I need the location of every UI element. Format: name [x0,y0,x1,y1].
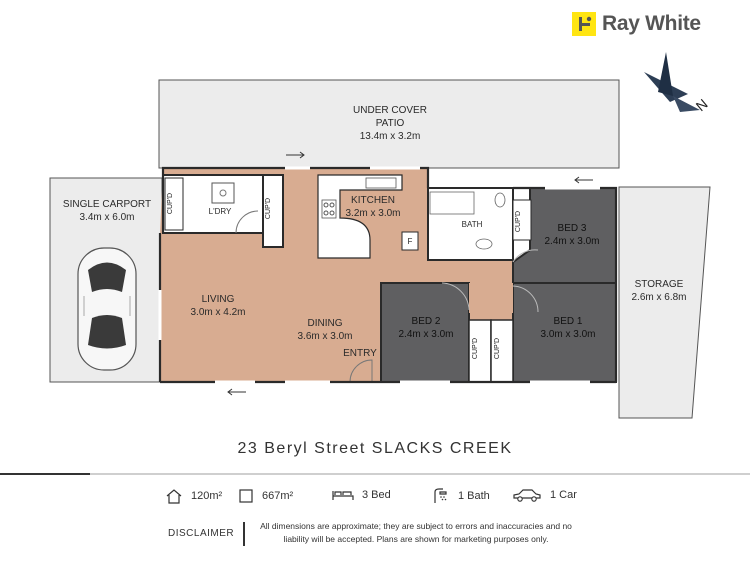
floor-plan [49,79,711,419]
storage-label: STORAGE 2.6m x 6.8m [631,279,687,303]
bed2-cupboard-label: CUP'D [472,337,480,360]
stat-car-spaces-value: 1 Car [550,489,577,501]
brand-name: Ray White [602,12,701,35]
disclaimer-text: All dimensions are approximate; they are… [260,521,572,544]
kitchen-bench [317,174,403,259]
stat-house-area: 120m² [165,488,222,504]
bed3-cupboard [512,199,532,241]
property-address: 23 Beryl Street SLACKS CREEK [237,440,513,457]
stat-bedrooms-value: 3 Bed [362,489,391,501]
laundry-label: L'DRY [208,207,232,216]
disclaimer-divider [243,522,245,546]
laundry-cupboard [164,177,184,231]
stat-bedrooms: 3 Bed [332,488,391,502]
bed2-label: BED 2 2.4m x 3.0m [398,316,454,340]
shower-icon [434,488,447,503]
bath-label: BATH [461,220,483,229]
ray-white-logo-icon [572,12,596,36]
fridge-space [401,231,419,251]
ray-white-logo: Ray White [572,12,701,36]
stat-bathrooms-value: 1 Bath [458,490,490,502]
stat-land-area-value: 667m² [262,490,294,502]
kitchen-sink [365,177,397,189]
bed2-room [380,282,470,383]
living-label: LIVING 3.0m x 4.2m [190,294,246,318]
house-area-icon [166,489,182,504]
divider-line [0,473,750,475]
land-area-icon [239,489,253,503]
stat-bathrooms: 1 Bath [432,488,490,504]
bathtub [429,191,475,215]
north-arrow-icon: N [644,52,711,114]
fridge-label: F [407,237,413,246]
divider-accent [0,473,90,475]
patio-area [158,79,620,169]
laundry-tub [211,182,235,204]
car-illustration [77,247,137,371]
disclaimer-title: DISCLAIMER [168,528,235,539]
hall-cupboard [262,174,284,248]
laundry-cupboard-label: CUP'D [167,192,175,215]
hallway-floor [469,283,513,313]
bed3-cupboard-label: CUP'D [515,210,523,233]
cooktop [321,199,337,219]
vanity-basin [475,238,493,250]
hall-cupboard-label: CUP'D [265,197,273,220]
dining-label: DINING 3.6m x 3.0m [297,318,353,342]
stat-land-area: 667m² [238,488,293,504]
bed1-label: BED 1 3.0m x 3.0m [540,316,596,340]
toilet [494,192,506,208]
patio-label: UNDER COVER PATIO 13.4m x 3.2m [353,105,427,142]
car-icon [513,489,541,502]
kitchen-label: KITCHEN 3.2m x 3.0m [345,195,401,219]
bed-icon [332,491,354,500]
carport-label: SINGLE CARPORT 3.4m x 6.0m [62,199,152,223]
bed3-label: BED 3 2.4m x 3.0m [544,223,600,247]
bed1-cupboard-label: CUP'D [494,337,502,360]
entry-label: ENTRY [343,348,377,359]
stat-car-spaces: 1 Car [512,488,577,502]
stat-house-area-value: 120m² [191,490,223,502]
storage-area [618,186,711,419]
